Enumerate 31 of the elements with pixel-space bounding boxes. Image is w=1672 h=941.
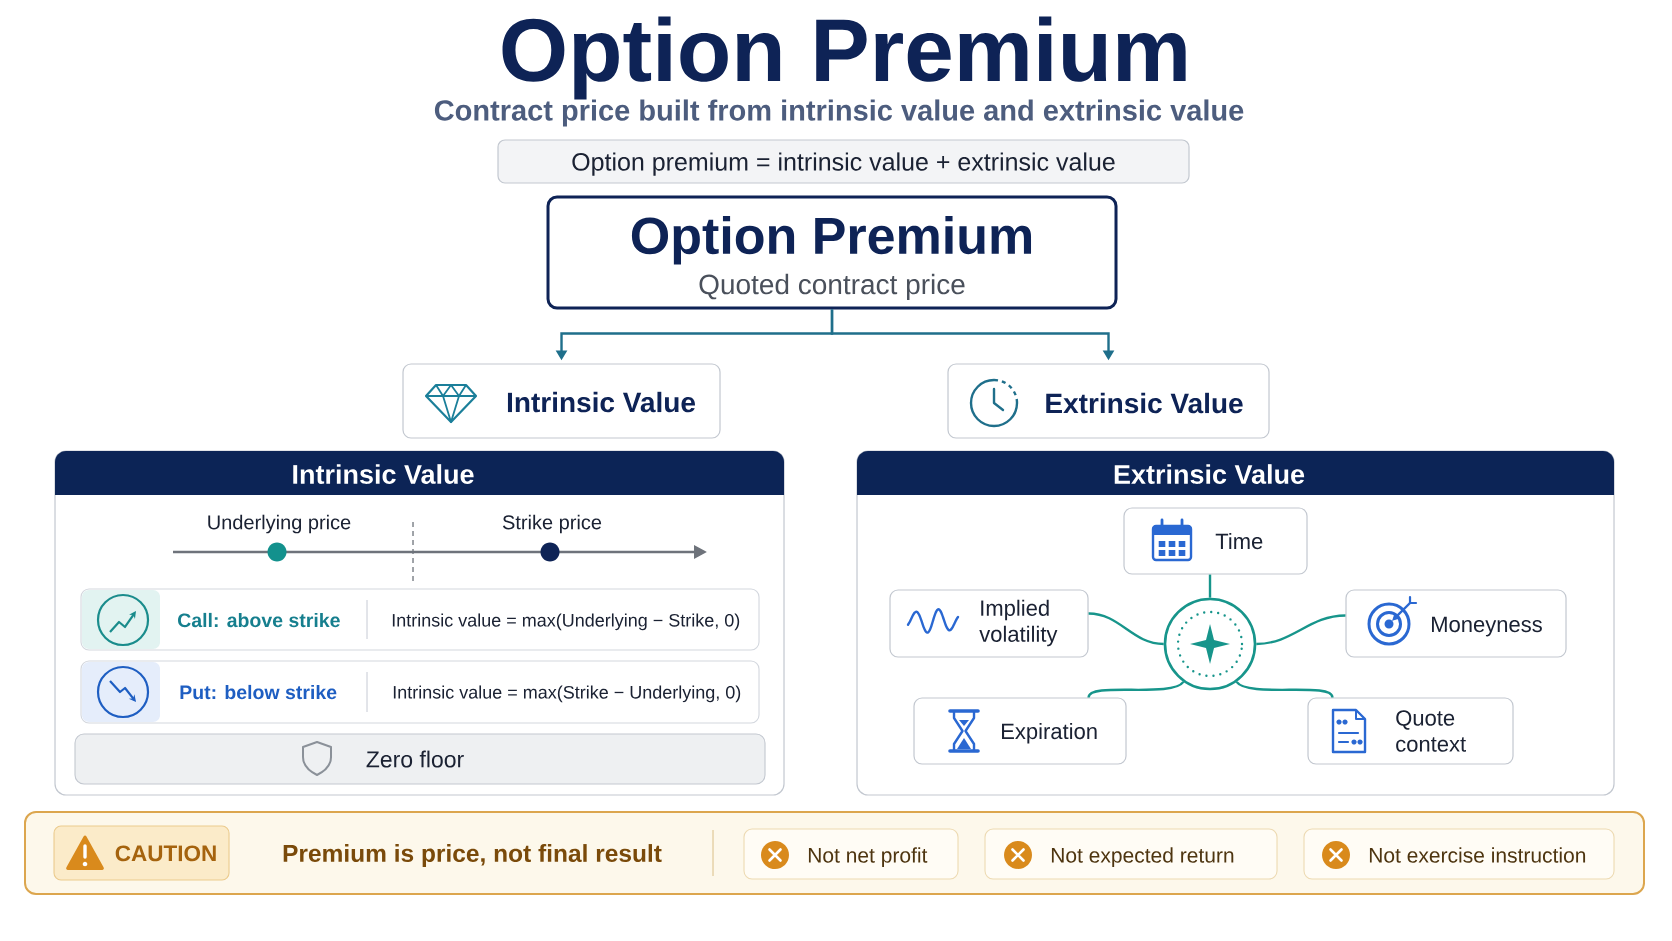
row-label: Call: above strike bbox=[178, 612, 340, 628]
connector-line bbox=[1256, 614, 1346, 646]
header-band: Extrinsic Value bbox=[857, 451, 1614, 495]
premium-box bbox=[546, 195, 1118, 310]
connector-line bbox=[1088, 612, 1164, 646]
row-label: Put: below strike bbox=[180, 684, 337, 700]
connector-line bbox=[1208, 574, 1212, 598]
note-pill: Not exercise instruction bbox=[1303, 828, 1615, 880]
factor-box: Moneyness bbox=[1345, 589, 1567, 658]
subtitle: Contract price built from intrinsic value and extrinsic value bbox=[434, 99, 1244, 127]
title: Option Premium bbox=[502, 16, 1186, 100]
branch-box: Extrinsic Value bbox=[947, 363, 1270, 439]
note-pill: Not expected return bbox=[984, 828, 1278, 880]
factor-box: Implied volatility bbox=[889, 589, 1089, 658]
factor-box: Time bbox=[1123, 507, 1308, 575]
header-band: Intrinsic Value bbox=[55, 451, 784, 495]
formula-text: Intrinsic value = max(Underlying − Strike, 0) bbox=[392, 613, 740, 631]
factor-box: Quote context bbox=[1307, 697, 1514, 765]
connector-line bbox=[1087, 681, 1185, 698]
note-pill: Not net profit bbox=[743, 828, 959, 880]
subheading: Quoted contract price bbox=[699, 273, 965, 300]
branch-box: Intrinsic Value bbox=[402, 363, 721, 439]
caution-badge: CAUTION bbox=[53, 825, 230, 881]
factor-box: Expiration bbox=[913, 697, 1127, 765]
axis-label: Underlying price bbox=[208, 514, 351, 534]
heading: Option Premium bbox=[631, 216, 1031, 265]
connector-line bbox=[1235, 681, 1334, 698]
formula-text: Intrinsic value = max(Strike − Underlying, 0) bbox=[393, 685, 741, 703]
axis-label: Strike price bbox=[502, 514, 602, 534]
formula-box: Option premium = intrinsic value + extrinsic value bbox=[497, 139, 1190, 184]
floor-bar: Zero floor bbox=[74, 733, 766, 785]
